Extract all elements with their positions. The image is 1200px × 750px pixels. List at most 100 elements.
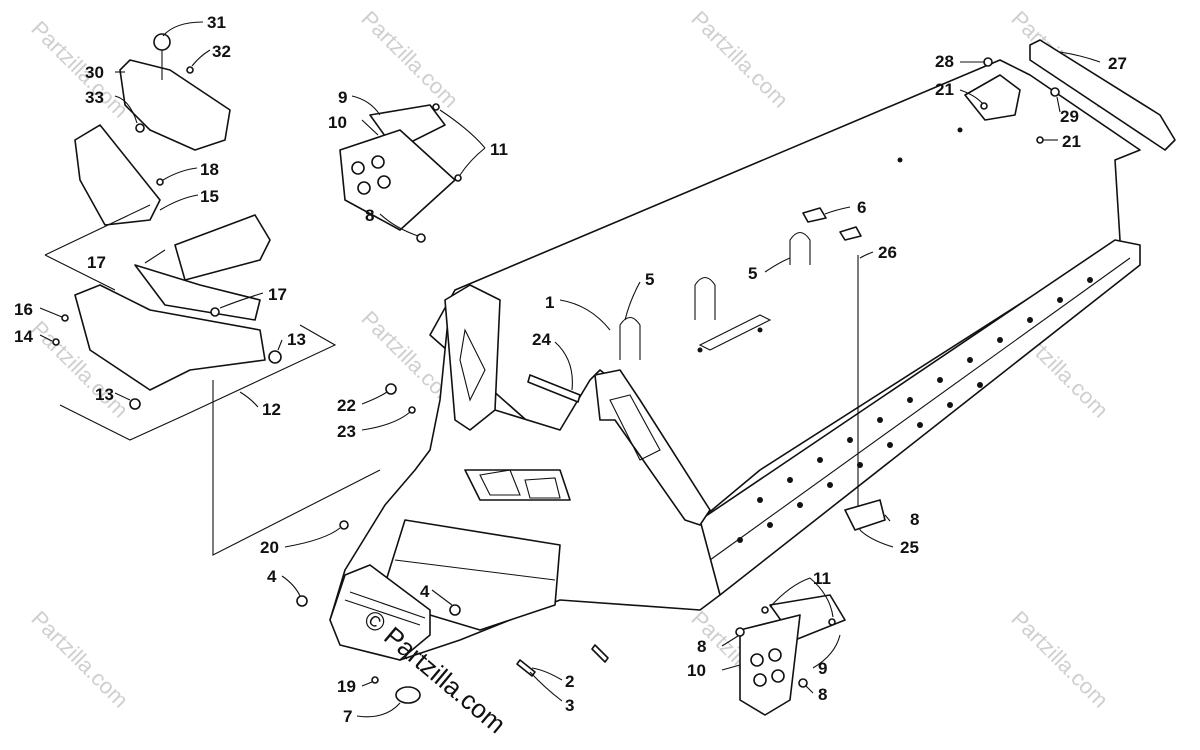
u-bolt-parts — [527, 207, 886, 531]
watermark: Partzilla.com — [686, 6, 793, 113]
group-outline-15 — [44, 204, 151, 256]
part-5-u-bolt — [619, 316, 641, 360]
callout-9: 9 — [818, 659, 827, 678]
chassis-tunnel — [329, 59, 1141, 661]
part-12-mount — [74, 284, 266, 391]
callout-8: 8 — [697, 637, 706, 656]
callout-8: 8 — [818, 685, 827, 704]
brace-window — [479, 469, 521, 496]
part-15-bracket — [74, 124, 161, 226]
part-15-side — [174, 214, 271, 281]
guard-hole — [371, 155, 385, 169]
part-16-screw — [61, 314, 69, 322]
callout-12: 12 — [262, 400, 281, 419]
left-upright — [444, 284, 501, 431]
part-7-grommet — [395, 686, 421, 704]
callout-2: 2 — [565, 672, 574, 691]
callout-10: 10 — [687, 661, 706, 680]
part-12-upper — [134, 264, 261, 321]
callout-21: 21 — [1062, 132, 1081, 151]
leader-lines — [39, 21, 1101, 718]
callout-10: 10 — [328, 113, 347, 132]
callout-17: 17 — [268, 285, 287, 304]
part-21-rivet — [980, 102, 988, 110]
callout-23: 23 — [337, 422, 356, 441]
callout-31: 31 — [207, 13, 226, 32]
callout-4: 4 — [267, 567, 277, 586]
callout-5: 5 — [645, 270, 654, 289]
part-30-cover — [119, 59, 231, 151]
guard-hole — [753, 673, 767, 687]
part-8-nut — [735, 627, 745, 637]
guard-hole — [771, 669, 785, 683]
callout-1: 1 — [545, 293, 554, 312]
part-21-rivet — [1036, 136, 1044, 144]
callout-27: 27 — [1108, 54, 1127, 73]
part-10-guard — [339, 129, 456, 231]
part-4-nut — [296, 595, 308, 607]
callout-26: 26 — [878, 243, 897, 262]
callout-24: 24 — [532, 330, 551, 349]
callout-19: 19 — [337, 677, 356, 696]
part-28-bolt — [983, 57, 993, 67]
part-11-bolt — [828, 618, 836, 626]
lower-bracket-assembly — [735, 594, 846, 716]
part-32-screw — [186, 66, 194, 74]
watermark: Partzilla.com — [26, 16, 133, 123]
front-bumper — [329, 564, 431, 661]
part-20-bolt — [339, 520, 349, 530]
callout-21: 21 — [935, 80, 954, 99]
callout-18: 18 — [200, 160, 219, 179]
part-8-nut — [798, 678, 808, 688]
callout-3: 3 — [565, 696, 574, 715]
assembly-leader — [212, 380, 381, 556]
callout-13: 13 — [95, 385, 114, 404]
callout-9: 9 — [338, 88, 347, 107]
watermark: Partzilla.com — [26, 606, 133, 713]
part-14-screw — [52, 338, 60, 346]
guard-hole — [768, 648, 782, 662]
callout-7: 7 — [343, 707, 352, 726]
belly-pan — [379, 519, 561, 631]
part-23-washer — [408, 406, 416, 414]
part-17-nut — [210, 307, 220, 317]
callout-13: 13 — [287, 330, 306, 349]
part-6-plate — [839, 226, 862, 241]
part-29-clip — [1050, 87, 1060, 97]
callout-8: 8 — [910, 510, 919, 529]
callout-33: 33 — [85, 88, 104, 107]
cross-brace — [464, 469, 571, 501]
part-5-u-bolt — [789, 231, 811, 265]
part-33-grommet — [135, 123, 145, 133]
callout-14: 14 — [14, 327, 33, 346]
part-6-plate — [802, 207, 827, 223]
group-outline-12 — [59, 324, 337, 441]
callout-8: 8 — [365, 206, 374, 225]
callout-30: 30 — [85, 63, 104, 82]
group-outline-15 — [44, 254, 116, 291]
tunnel-slot — [698, 314, 772, 351]
guard-hole — [377, 175, 391, 189]
callout-32: 32 — [212, 42, 231, 61]
upper-bracket-assembly — [339, 103, 462, 243]
part-19-screw — [371, 676, 379, 684]
part-25-bracket — [844, 499, 886, 531]
part-24-pin — [527, 374, 581, 403]
part-2-bolt — [591, 644, 609, 663]
tunnel-holes — [697, 127, 1093, 543]
watermark: Partzilla.com — [356, 6, 463, 113]
callout-15: 15 — [200, 187, 219, 206]
guard-hole — [357, 181, 371, 195]
part-27-bar — [1029, 39, 1176, 151]
console-assembly — [44, 33, 381, 556]
part-11-bolt — [454, 174, 462, 182]
part-31-knob — [153, 33, 171, 51]
part-27-flap — [964, 74, 1021, 121]
right-upright — [594, 369, 711, 526]
callout-17: 17 — [87, 253, 106, 272]
part-4-nut — [449, 604, 461, 616]
callout-11: 11 — [813, 569, 831, 588]
part-18-screw — [156, 178, 164, 186]
upright-cutout — [459, 328, 486, 402]
